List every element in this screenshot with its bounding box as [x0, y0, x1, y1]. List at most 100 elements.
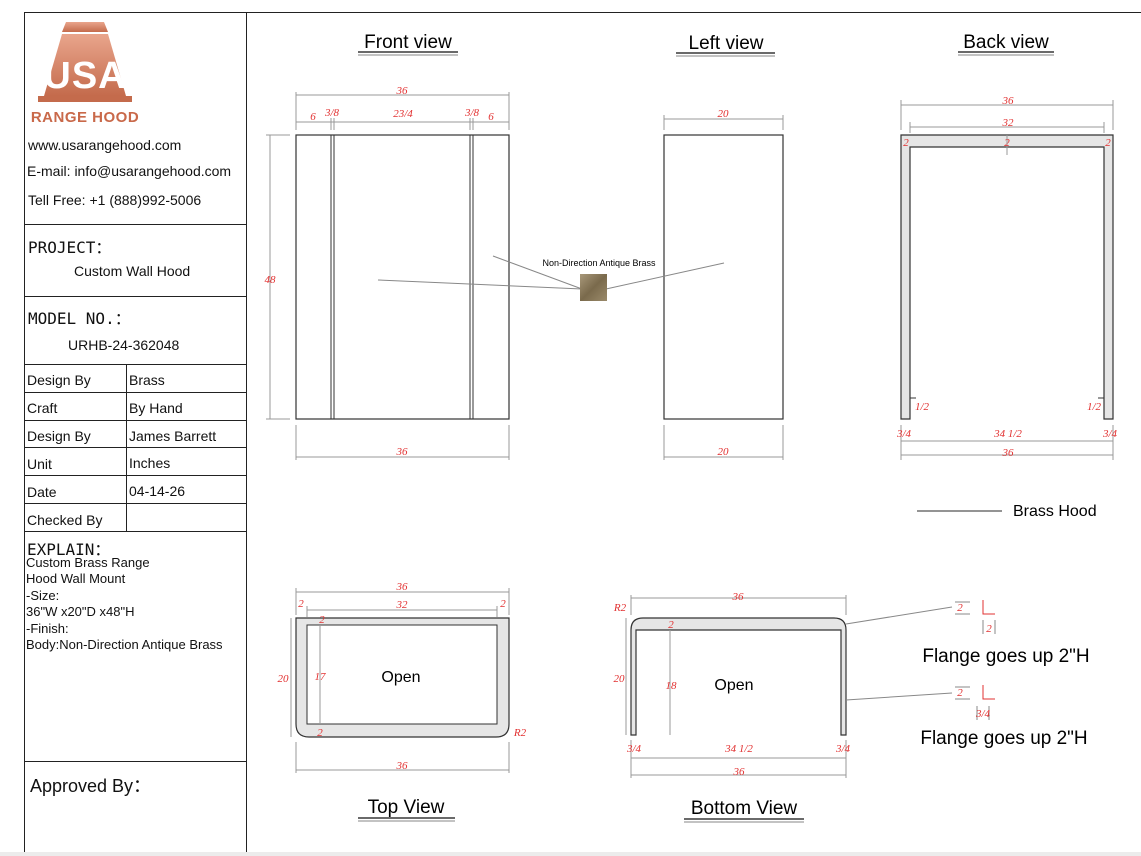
info-label: Date — [27, 484, 57, 500]
dimension-label: 2 — [1004, 137, 1010, 149]
table-divider — [24, 503, 246, 504]
flange-note-2: Flange goes up 2"H — [920, 728, 1087, 749]
bottom-view-drawing — [625, 595, 953, 778]
dimension-label: 3/8 — [324, 107, 340, 119]
dimension-label: 2 — [298, 598, 304, 610]
phone-text: Tell Free: +1 (888)992-5006 — [28, 192, 202, 208]
info-table: Design By Brass Craft By Hand Design By … — [24, 364, 246, 532]
front-view-title: Front view — [364, 32, 452, 53]
dimension-label: 6 — [488, 111, 494, 123]
top-view-title: Top View — [368, 797, 445, 818]
legend-label: Brass Hood — [1013, 503, 1097, 520]
table-divider — [24, 531, 246, 532]
explain-text: Custom Brass Range Hood Wall Mount -Size… — [26, 555, 223, 653]
bottom-view-title: Bottom View — [691, 798, 798, 819]
brand-logo: USA RANGE HOOD — [30, 18, 140, 126]
dimension-label: 1/2 — [915, 401, 930, 413]
dimension-label: R2 — [513, 727, 527, 739]
dimension-label: 20 — [278, 673, 290, 685]
dimension-label: 36 — [396, 85, 409, 97]
logo-text: RANGE HOOD — [31, 109, 139, 126]
back-view-drawing — [900, 100, 1114, 460]
table-divider — [24, 296, 246, 297]
dimension-label: 20 — [614, 673, 626, 685]
dimension-label: 36 — [732, 591, 745, 603]
info-label: Design By — [27, 428, 91, 444]
left-view-title: Left view — [689, 33, 764, 54]
dimension-label: 2 — [903, 137, 909, 149]
dimension-label: 36 — [1002, 95, 1015, 107]
dimension-label: 18 — [666, 680, 678, 692]
dimension-label: 3/8 — [464, 107, 480, 119]
flange-detail-2 — [955, 685, 995, 720]
dimension-label: 34 1/2 — [724, 743, 753, 755]
dimension-label: 2 — [1105, 137, 1111, 149]
info-value: By Hand — [129, 400, 183, 416]
project-value: Custom Wall Hood — [74, 263, 191, 279]
table-divider — [24, 447, 246, 448]
back-view-title: Back view — [963, 32, 1049, 53]
sidebar-right-border — [246, 12, 247, 852]
model-value: URHB-24-362048 — [68, 337, 180, 353]
dimension-label: 36 — [733, 766, 746, 778]
email-text: E-mail: info@usarangehood.com — [27, 163, 232, 179]
finish-label: Non-Direction Antique Brass — [542, 258, 656, 268]
table-divider — [24, 364, 246, 365]
drawing-area: Front view Left view Back view Top View … — [265, 32, 1118, 823]
dimension-label: 3/4 — [896, 428, 912, 440]
dimension-label: 17 — [315, 671, 327, 683]
table-divider — [126, 364, 127, 532]
dimension-label: 36 — [396, 760, 409, 772]
flange-note-1: Flange goes up 2"H — [922, 646, 1089, 667]
info-label: Unit — [27, 456, 52, 472]
svg-text:USA: USA — [43, 55, 126, 97]
dimension-label: R2 — [613, 602, 627, 614]
dimension-label: 2 — [317, 727, 323, 739]
dimension-label: 48 — [265, 274, 277, 286]
dimension-label: 2 — [500, 598, 506, 610]
dimension-label: 3/4 — [626, 743, 642, 755]
info-value: 04-14-26 — [129, 483, 186, 499]
top-open-label: Open — [381, 669, 420, 686]
dimension-label: 1/2 — [1087, 401, 1102, 413]
explain-label: EXPLAIN： — [27, 540, 111, 559]
dimension-label: 2 — [957, 602, 963, 614]
dimension-label: 23/4 — [393, 108, 413, 120]
dimension-label: 20 — [718, 108, 730, 120]
dimension-label: 32 — [1002, 117, 1015, 129]
dimension-label: 2 — [957, 687, 963, 699]
dimension-label: 36 — [1002, 447, 1015, 459]
dimension-label: 3/4 — [975, 708, 991, 720]
dimension-label: 36 — [396, 581, 409, 593]
dimension-label: 3/4 — [835, 743, 851, 755]
dimension-label: 34 1/2 — [993, 428, 1022, 440]
info-value: Inches — [129, 455, 171, 471]
left-view-drawing — [663, 115, 784, 460]
dimension-label: 20 — [718, 446, 730, 458]
project-label: PROJECT： — [28, 238, 112, 257]
table-divider — [24, 761, 246, 762]
dimension-label: 6 — [310, 111, 316, 123]
brass-swatch — [580, 274, 607, 301]
sidebar-left-border — [24, 12, 25, 852]
info-value: James Barrett — [129, 428, 217, 444]
bottom-open-label: Open — [714, 677, 753, 694]
dimension-label: 32 — [396, 599, 409, 611]
sheet-top-border — [24, 12, 1141, 13]
table-divider — [24, 392, 246, 393]
website-text: www.usarangehood.com — [28, 137, 182, 153]
front-view-drawing — [266, 92, 510, 460]
dimension-label: 2 — [668, 619, 674, 631]
approved-label: Approved By： — [30, 776, 152, 796]
info-label: Craft — [27, 400, 58, 416]
dimension-label: 3/4 — [1102, 428, 1118, 440]
table-divider — [24, 420, 246, 421]
dimension-label: 36 — [396, 446, 409, 458]
info-label: Design By — [27, 372, 91, 388]
finish-callout — [377, 255, 725, 290]
flange-detail-1 — [955, 600, 996, 634]
dimension-label: 2 — [319, 614, 325, 626]
info-label: Checked By — [27, 512, 103, 528]
table-divider — [24, 475, 246, 476]
